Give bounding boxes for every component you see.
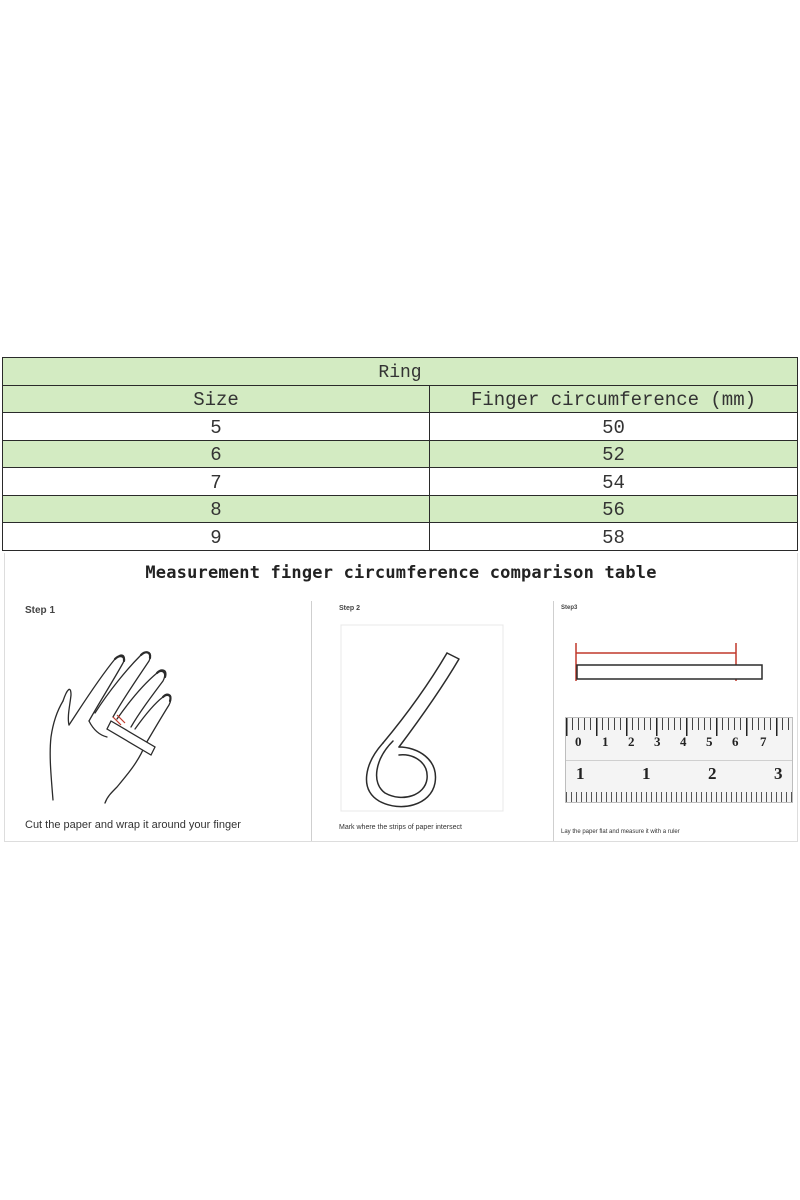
table-row: 5 50 <box>2 412 798 441</box>
table-row: 6 52 <box>2 439 798 468</box>
size-cell: 7 <box>2 467 430 496</box>
step1-caption: Cut the paper and wrap it around your fi… <box>25 819 241 831</box>
step2-label: Step 2 <box>339 605 361 612</box>
circumference-cell: 58 <box>429 522 798 551</box>
circumference-cell: 50 <box>429 412 798 441</box>
ruler-bottom-number: 2 <box>708 764 717 783</box>
step-divider <box>553 601 554 841</box>
step-divider <box>311 601 312 841</box>
measurement-guide: Measurement finger circumference compari… <box>4 553 798 842</box>
ruler-icon: 0 1 2 3 4 5 6 7 1 1 2 3 <box>565 717 793 803</box>
ruler-top-number: 6 <box>732 734 739 749</box>
table-title: Ring <box>2 357 798 386</box>
size-cell: 8 <box>2 494 430 523</box>
ruler-top-number: 7 <box>760 734 767 749</box>
step3-label: Step3 <box>561 605 578 611</box>
header-circumference: Finger circumference (mm) <box>429 384 798 413</box>
ruler-bottom-number: 1 <box>576 764 585 783</box>
ruler-top-number: 2 <box>628 734 635 749</box>
ruler-top-number: 1 <box>602 734 609 749</box>
ruler-top-number: 4 <box>680 734 687 749</box>
circumference-cell: 54 <box>429 467 798 496</box>
ruler-bottom-number: 3 <box>774 764 783 783</box>
size-cell: 5 <box>2 412 430 441</box>
header-size: Size <box>2 384 430 413</box>
ring-size-table: Ring Size Finger circumference (mm) 5 50… <box>2 357 798 551</box>
guide-title: Measurement finger circumference compari… <box>145 563 657 583</box>
ruler-top-number: 5 <box>706 734 713 749</box>
table-header-row: Size Finger circumference (mm) <box>2 384 798 413</box>
table-row: 9 58 <box>2 522 798 551</box>
circumference-cell: 52 <box>429 439 798 468</box>
table-title-row: Ring <box>2 357 798 386</box>
size-cell: 6 <box>2 439 430 468</box>
table-row: 7 54 <box>2 467 798 496</box>
ruler-bottom-number: 1 <box>642 764 651 783</box>
step3-caption: Lay the paper flat and measure it with a… <box>561 829 680 835</box>
step2-caption: Mark where the strips of paper intersect <box>339 824 462 831</box>
paper-strip-measure-icon <box>575 643 763 681</box>
paper-strip-loop-icon <box>340 624 504 812</box>
step1-label: Step 1 <box>25 605 56 616</box>
ruler-top-number: 0 <box>575 734 582 749</box>
circumference-cell: 56 <box>429 494 798 523</box>
table-row: 8 56 <box>2 494 798 523</box>
ruler-top-number: 3 <box>654 734 661 749</box>
size-cell: 9 <box>2 522 430 551</box>
hand-wrap-icon <box>49 651 172 804</box>
